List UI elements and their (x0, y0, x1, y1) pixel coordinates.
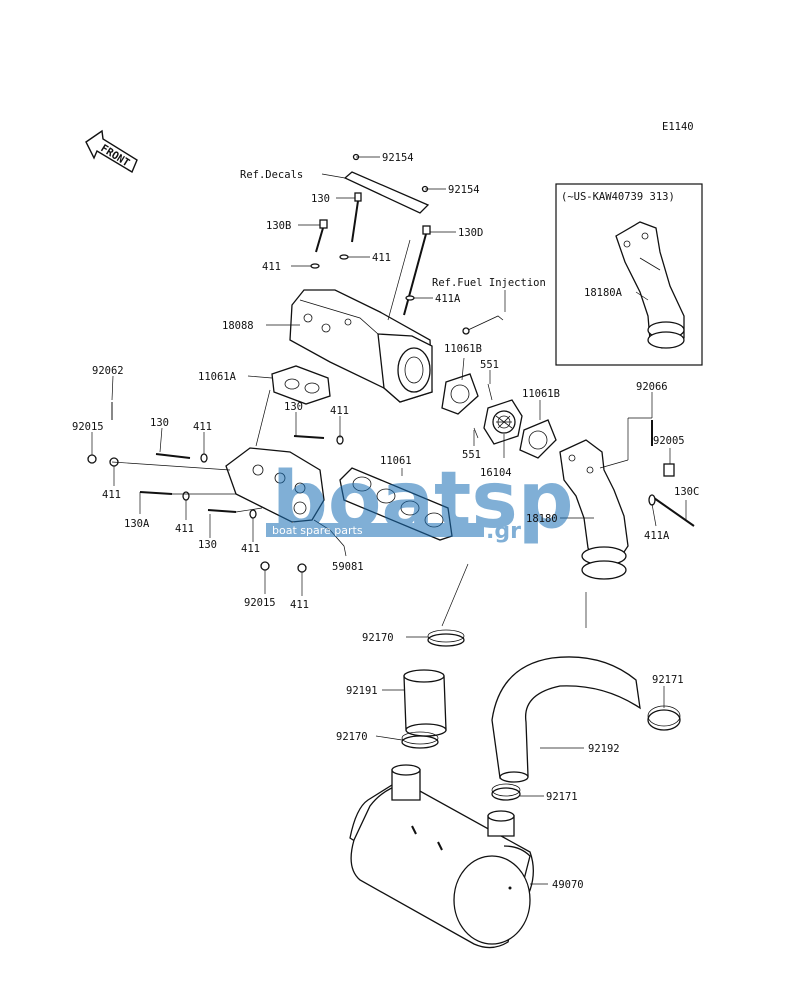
clamp-92171-a (647, 705, 681, 731)
manifold-housing-18088 (289, 289, 433, 403)
gasket-11061B-1 (441, 373, 479, 415)
washer-411-g (297, 563, 307, 573)
muffler-49070 (349, 764, 534, 949)
label-11061B-2: 11061B (522, 388, 560, 400)
label-551-b: 551 (462, 449, 481, 461)
sleeve-92191 (403, 669, 447, 737)
label-92005: 92005 (653, 435, 685, 447)
label-92171-a: 92171 (652, 674, 684, 686)
bolt-130D (403, 225, 431, 316)
gasket-11061A (271, 365, 331, 405)
label-130C: 130C (674, 486, 699, 498)
fuel-fitting (462, 327, 470, 335)
label-411-g: 411 (241, 543, 260, 555)
clamp-92171-b (491, 783, 521, 801)
watermark-tagline: boat spare parts (272, 524, 363, 537)
washer-411-e (249, 509, 257, 519)
label-411A-2: 411A (644, 530, 670, 542)
leader-lines (91, 156, 687, 885)
bolt-130-top (351, 192, 362, 243)
label-411-b: 411 (372, 252, 391, 264)
label-92171-b: 92171 (546, 791, 578, 803)
bolt-130C (653, 497, 695, 527)
label-411A: 411A (435, 293, 461, 305)
label-411-e: 411 (102, 489, 121, 501)
label-411-c: 411 (330, 405, 349, 417)
label-130B: 130B (266, 220, 291, 232)
flange-16104 (483, 399, 523, 445)
label-16104: 16104 (480, 467, 512, 479)
label-ref-decals: Ref.Decals (240, 169, 303, 181)
hose-92192 (491, 656, 641, 783)
nut-92015-a (87, 454, 97, 464)
inset-title: (~US-KAW40739 313) (561, 191, 675, 203)
label-411-f: 411 (175, 523, 194, 535)
label-59081: 59081 (332, 561, 364, 573)
label-130-top: 130 (311, 193, 330, 205)
inset-pipe-18180A (615, 221, 685, 349)
washer-411-a (310, 263, 320, 269)
part-labels: 92154 Ref.Decals 130 92154 130B 130D 411… (72, 152, 699, 891)
nut-92005 (663, 463, 675, 477)
label-92066: 92066 (636, 381, 668, 393)
gasket-11061B-2 (519, 419, 557, 459)
front-arrow-icon: FRONT (85, 129, 138, 174)
label-92191: 92191 (346, 685, 378, 697)
label-130-left: 130 (150, 417, 169, 429)
label-92192: 92192 (588, 743, 620, 755)
label-551-a: 551 (480, 359, 499, 371)
stud-551-b (473, 427, 479, 439)
label-411-d: 411 (193, 421, 212, 433)
label-18180: 18180 (526, 513, 558, 525)
label-ref-fuel-injection: Ref.Fuel Injection (432, 277, 546, 289)
bolt-130A (139, 491, 173, 495)
label-411-h: 411 (290, 599, 309, 611)
clamp-92170-a (427, 629, 465, 647)
label-92154-b: 92154 (448, 184, 480, 196)
label-411-a: 411 (262, 261, 281, 273)
label-130-bottom: 130 (198, 539, 217, 551)
watermark-suffix: .gr (486, 519, 521, 544)
bolt-130-left (155, 453, 191, 459)
fuel-injection-hose (467, 315, 504, 331)
label-92170-a: 92170 (362, 632, 394, 644)
clamp-92170-b (401, 731, 439, 749)
label-11061: 11061 (380, 455, 412, 467)
exhaust-manifold-assembly (225, 447, 325, 523)
label-11061B-1: 11061B (444, 343, 482, 355)
washer-411-d (182, 491, 190, 501)
nut-92015-b (260, 561, 270, 571)
washer-411-b (339, 254, 349, 260)
label-130D: 130D (458, 227, 483, 239)
diagram-code: E1140 (662, 121, 694, 133)
label-11061A: 11061A (198, 371, 237, 383)
label-49070: 49070 (552, 879, 584, 891)
label-92154-a: 92154 (382, 152, 414, 164)
bolt-130B (315, 219, 328, 253)
label-130A: 130A (124, 518, 150, 530)
label-18180A: 18180A (584, 287, 623, 299)
stud-551-a (487, 383, 493, 401)
label-92062: 92062 (92, 365, 124, 377)
washer-411A-right (648, 494, 656, 506)
inset-box: (~US-KAW40739 313) (555, 183, 703, 366)
bolt-130-mid (293, 435, 325, 439)
washer-411-c (200, 453, 208, 463)
label-92170-b: 92170 (336, 731, 368, 743)
washer-411A-top (405, 295, 415, 301)
bolt-130-bottom (207, 509, 237, 513)
label-130-mid: 130 (284, 401, 303, 413)
label-92015-a: 92015 (72, 421, 104, 433)
decal-strip (343, 171, 430, 214)
watermark: boatsp .gr boat spare parts (266, 456, 574, 546)
label-18088: 18088 (222, 320, 254, 332)
exhaust-pipe-18180 (559, 439, 629, 580)
label-92015-b: 92015 (244, 597, 276, 609)
